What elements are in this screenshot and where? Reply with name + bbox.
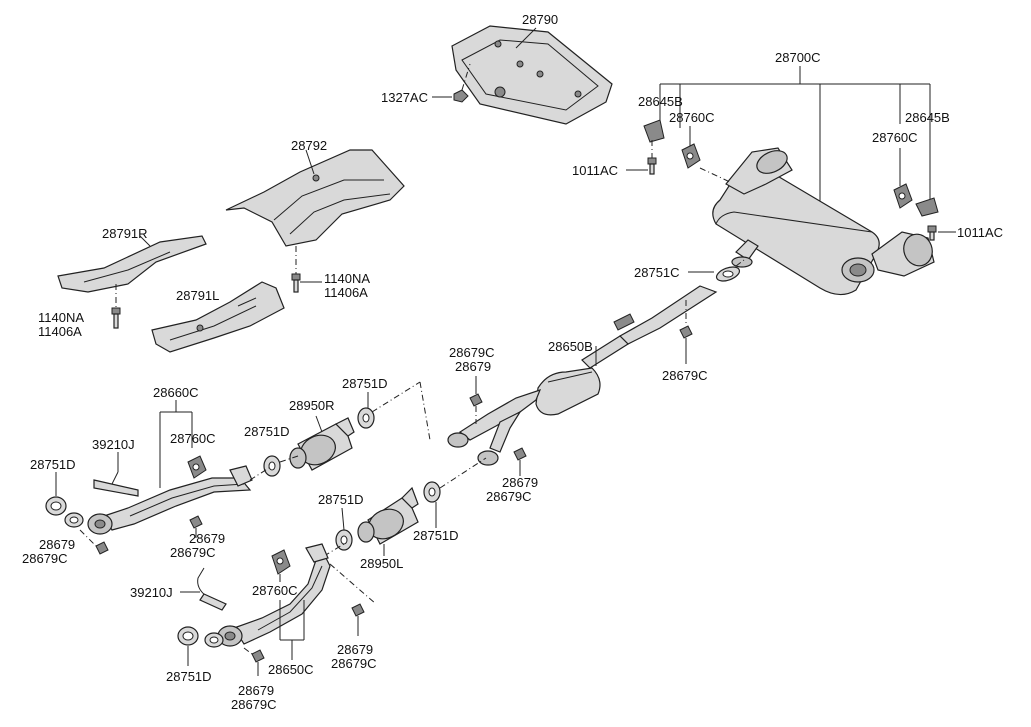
gasket-28751D-left [45,496,67,516]
label-28679C-b: 28679C [22,551,68,566]
bolt-1140NA-left [111,307,121,329]
gasket-28751D-a [357,407,375,429]
label-28751D-c: 28751D [30,457,76,472]
o2-sensor-39210J-lower [197,567,227,611]
nut-1327AC [453,89,469,103]
label-11406A-left: 11406A [38,324,82,339]
bolt-1011AC-right [927,225,937,241]
label-28751D-f: 28751D [166,669,212,684]
label-28950R: 28950R [289,398,335,413]
muffler-inlet-pipe [731,239,759,268]
label-28751D-a: 28751D [342,376,388,391]
label-39210J-upper: 39210J [92,437,135,452]
label-28650B: 28650B [548,339,593,354]
nut-28679C-bottom [251,603,365,663]
nut-28679C-mid [513,447,527,461]
label-28760C-topleft: 28760C [669,110,715,125]
heat-shield-28792 [225,149,405,247]
part-labels: 28790 1327AC 28700C 28645B 28760C 1011AC… [22,12,1003,712]
label-28751D-e: 28751D [413,528,459,543]
tailpipe-right [871,231,935,277]
hanger-28760C-mid [187,455,207,479]
label-28700C: 28700C [775,50,821,65]
gasket-28751D-c [423,481,441,503]
bracket-28645B-left [643,119,665,143]
label-28791L: 28791L [176,288,219,303]
center-pipe-28650B [447,285,718,466]
nut-28679C-upper [469,393,483,407]
bracket-28645B-right [915,197,939,217]
converter-28950L [357,486,419,545]
label-28950L: 28950L [360,556,403,571]
hanger-28760C-topleft [681,143,701,169]
label-28679C-f: 28679C [331,656,377,671]
label-28751D-d: 28751D [318,492,364,507]
converter-28950R [289,417,355,471]
label-28679C-right: 28679C [662,368,708,383]
nut-28679C-right [679,325,693,339]
label-28791R: 28791R [102,226,148,241]
label-28645B-left: 28645B [638,94,683,109]
nut-28679C-front [95,515,203,555]
label-28679C-a: 28679C [449,345,495,360]
label-28760C-topright: 28760C [872,130,918,145]
label-28679-b: 28679 [39,537,75,552]
gasket-28751C [715,266,741,282]
bolt-1140NA-middle [291,273,301,293]
label-28790: 28790 [522,12,558,27]
gasket-small-left [64,512,84,528]
label-28679-e: 28679 [238,683,274,698]
label-28679C-e: 28679C [231,697,277,712]
hanger-28760C-bottom [271,549,291,575]
gasket-small-bottom [204,632,224,648]
o2-sensor-39210J-upper [93,471,139,497]
label-28751C: 28751C [634,265,680,280]
front-pipe-28650C [217,543,331,647]
label-28751D-b: 28751D [244,424,290,439]
label-1011AC-left: 1011AC [572,163,618,178]
label-1140NA-left: 1140NA [38,310,84,325]
hanger-28760C-topright [893,183,913,209]
bolt-1011AC-left [647,157,657,175]
label-28679C-c: 28679C [170,545,216,560]
label-1011AC-right: 1011AC [957,225,1003,240]
label-28679C-d: 28679C [486,489,532,504]
label-39210J-lower: 39210J [130,585,173,600]
label-1327AC: 1327AC [381,90,428,105]
label-28679-a: 28679 [455,359,491,374]
label-28660C: 28660C [153,385,199,400]
heat-shield-28791R [57,235,207,293]
label-11406A-middle: 11406A [324,285,368,300]
label-28650C: 28650C [268,662,314,677]
front-pipe-28660C [87,465,253,535]
heat-shield-28790 [451,25,613,125]
tailpipe-left [725,147,793,195]
label-1140NA-middle: 1140NA [324,271,370,286]
label-28760C-bottom: 28760C [252,583,298,598]
gasket-28751D-bottom [177,626,199,646]
label-28679-f: 28679 [337,642,373,657]
label-28679-c: 28679 [189,531,225,546]
label-28679-d: 28679 [502,475,538,490]
heat-shield-28791L [151,281,285,353]
label-28760C-mid: 28760C [170,431,216,446]
label-28645B-right: 28645B [905,110,950,125]
label-28792: 28792 [291,138,327,153]
